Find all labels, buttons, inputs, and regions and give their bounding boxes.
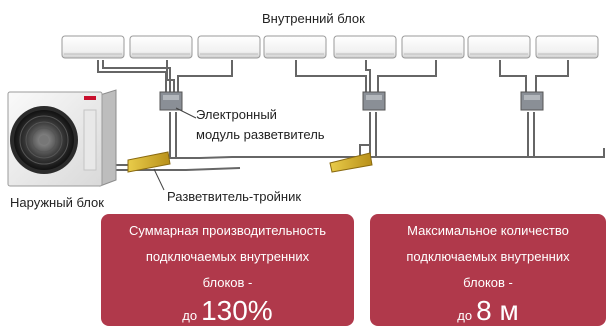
capacity-value: 130% — [201, 295, 273, 326]
branch-module — [159, 91, 183, 111]
tee-joint — [127, 151, 171, 173]
outdoor-unit-label: Наружный блок — [10, 195, 104, 210]
module-label-line-1: Электронный — [196, 107, 277, 122]
max-units-prefix: до — [457, 308, 473, 323]
capacity-line-1: Суммарная производительность — [128, 223, 326, 238]
indoor-unit — [535, 35, 599, 59]
tee-joint — [329, 152, 373, 173]
indoor-unit — [263, 35, 327, 59]
branch-modules — [159, 91, 544, 111]
capacity-prefix: до — [182, 308, 198, 323]
indoor-unit — [333, 35, 397, 59]
module-leader-line — [175, 107, 197, 119]
max-units-line-1: Максимальное количество — [407, 223, 569, 238]
indoor-units — [61, 35, 599, 59]
indoor-unit — [467, 35, 531, 59]
tee-leader-line — [153, 168, 165, 191]
tee-branch-label: Разветвитель-тройник — [167, 189, 302, 204]
max-units-value: 8 м — [476, 295, 519, 326]
max-units-info-box: Максимальное количество подключаемых вну… — [370, 214, 606, 326]
max-units-line-3: блоков - — [463, 275, 513, 290]
tee-joints — [127, 151, 373, 173]
indoor-unit — [197, 35, 261, 59]
capacity-line-3: блоков - — [202, 275, 253, 290]
refrigerant-pipes — [97, 60, 605, 171]
module-label-line-2: модуль разветвитель — [196, 127, 325, 142]
outdoor-unit — [7, 89, 117, 187]
max-units-line-2: подключаемых внутренних — [406, 249, 570, 264]
capacity-info-box: Суммарная производительность подключаемы… — [101, 214, 354, 326]
branch-module — [362, 91, 386, 111]
indoor-unit-label: Внутренний блок — [262, 11, 365, 26]
brand-logo — [84, 96, 96, 100]
capacity-line-2: подключаемых внутренних — [145, 249, 310, 264]
indoor-unit — [401, 35, 465, 59]
indoor-unit — [61, 35, 125, 59]
indoor-unit — [129, 35, 193, 59]
branch-module — [520, 91, 544, 111]
